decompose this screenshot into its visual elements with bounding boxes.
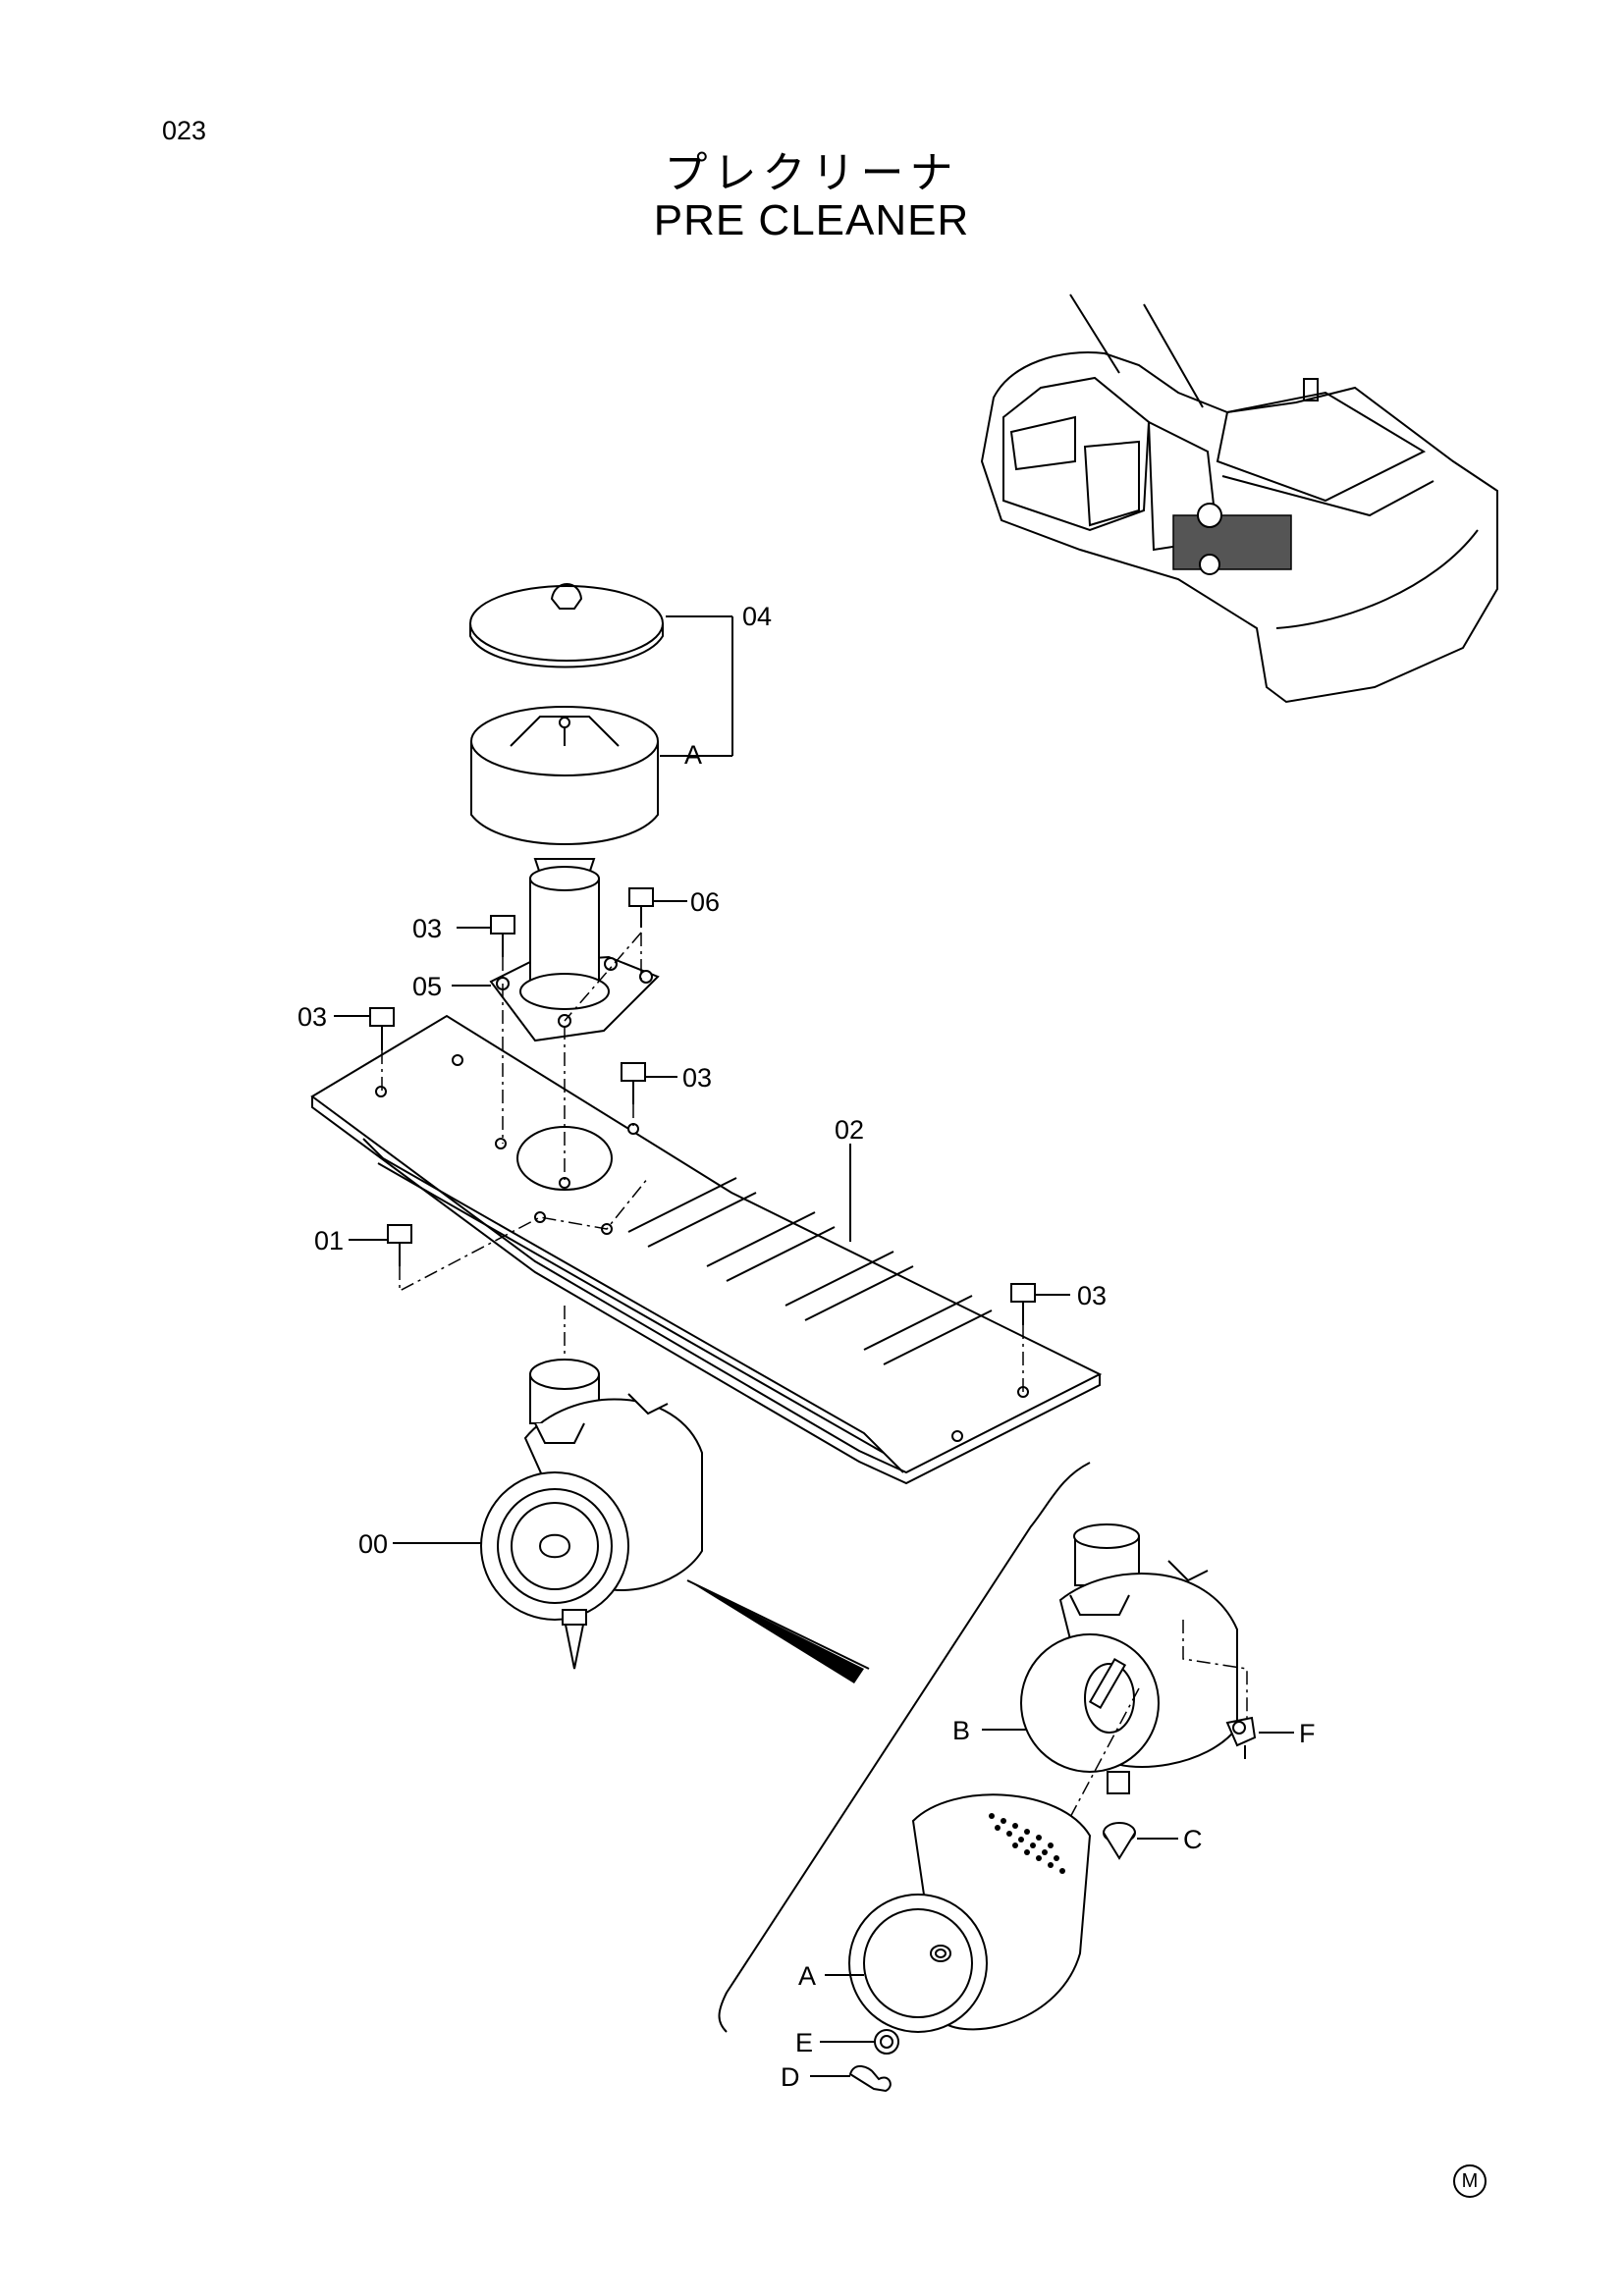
page-number: 023 <box>162 116 207 145</box>
bolt-03-a <box>490 915 515 957</box>
detail-wingnut-d <box>848 2065 892 2093</box>
callout-03-left: 03 <box>298 1002 327 1032</box>
callout-00: 00 <box>358 1529 388 1559</box>
part-05-tube <box>489 866 660 1042</box>
excavator-overview <box>980 294 1498 704</box>
part-04-body-a <box>470 616 733 875</box>
callout-03-upper: 03 <box>412 914 442 943</box>
callout-f: F <box>1299 1719 1316 1748</box>
detail-valve-f <box>1225 1716 1294 1759</box>
detail-cup-c <box>1103 1822 1178 1860</box>
title-japanese: プレクリーナ <box>664 148 959 198</box>
callout-03-right: 03 <box>1077 1281 1107 1310</box>
assembly-lines <box>381 932 1024 1392</box>
part-00-assembly <box>480 1359 703 1670</box>
callout-e: E <box>795 2028 813 2057</box>
bolt-03-c <box>621 1062 646 1104</box>
pre-cleaner-location-highlight <box>1172 514 1292 570</box>
bolt-03-d <box>1010 1283 1036 1325</box>
title-english: PRE CLEANER <box>653 196 970 244</box>
callout-a-element: A <box>798 1961 816 1991</box>
bolt-03-b <box>369 1007 395 1050</box>
callout-03-center: 03 <box>682 1063 712 1093</box>
callout-b: B <box>952 1716 970 1745</box>
detail-washer-e <box>874 2029 899 2055</box>
detail-element-a <box>848 1793 1092 2033</box>
detail-housing-b <box>1020 1523 1248 1837</box>
leader-lines <box>334 900 1070 2077</box>
part-02-plate <box>310 1014 1103 1485</box>
callout-02: 02 <box>835 1115 864 1145</box>
part-04-cap <box>469 583 732 668</box>
callout-c: C <box>1183 1825 1203 1854</box>
callout-d: D <box>781 2062 800 2092</box>
callout-04: 04 <box>742 602 772 631</box>
bolt-06 <box>628 887 654 928</box>
bolt-01 <box>387 1224 412 1266</box>
callout-05: 05 <box>412 972 442 1001</box>
callout-06: 06 <box>690 887 720 917</box>
detail-pointer <box>687 1580 864 1683</box>
page-stamp: M <box>1453 2164 1487 2198</box>
callout-a-body: A <box>684 740 702 770</box>
callout-01: 01 <box>314 1226 344 1255</box>
detail-frame-arc <box>718 1462 1091 2033</box>
